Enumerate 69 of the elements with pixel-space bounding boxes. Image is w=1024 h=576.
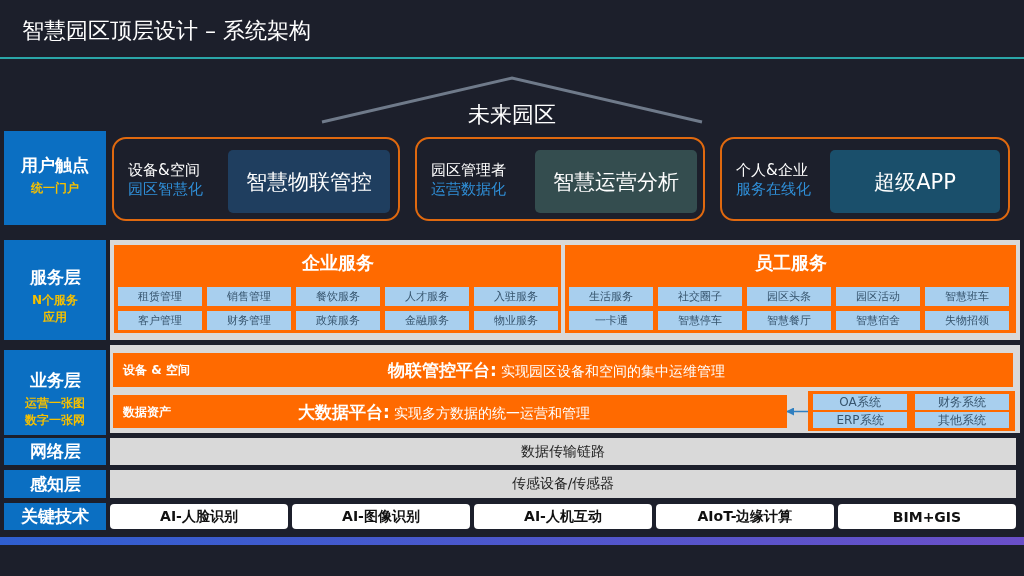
service-tag: 智慧宿舍 [836,311,920,330]
platform-bar [113,353,1013,387]
service-tag: 智慧餐厅 [747,311,831,330]
scenario-card [720,137,1010,221]
layer-subtitle: 统一门户 [30,180,80,197]
layer-label-box: 网络层 [4,438,106,465]
layer-label-box: 感知层 [4,470,106,498]
service-tag: 生活服务 [569,287,653,306]
scenario-card [112,137,400,221]
layer-title: 业务层 [28,368,82,392]
source-systems-panel [808,391,1015,431]
service-tag: 一卡通 [569,311,653,330]
scenario-card [415,137,705,221]
application-box: 智慧物联管控 [228,150,390,213]
service-tag: 财务管理 [207,311,291,330]
technology-box: AI-人脸识别 [110,504,288,529]
service-tag: 物业服务 [474,311,558,330]
service-tag: 销售管理 [207,287,291,306]
service-group-panel [565,245,1016,333]
layer-subtitle: N个服务应用 [30,292,79,326]
service-tag: 餐饮服务 [296,287,380,306]
layer-label-box: 关键技术 [4,503,106,530]
roof-label: 未来园区 [467,101,557,129]
arrow [786,407,809,416]
layer-title: 用户触点 [20,154,90,177]
layer-strip: 数据传输链路 [110,438,1016,465]
bar-tag: 设备 & 空间 [123,362,190,379]
service-tag: 人才服务 [385,287,469,306]
platform-description: 大数据平台: 实现多方数据的统一运营和管理 [298,400,591,424]
service-tag: 入驻服务 [474,287,558,306]
platform-description: 物联管控平台: 实现园区设备和空间的集中运维管理 [388,359,726,382]
system-tag: OA系统 [813,394,907,410]
group-heading: 企业服务 [300,251,375,275]
service-tag: 智慧班车 [925,287,1009,306]
technology-box: AIoT-边缘计算 [656,504,834,529]
service-tag: 客户管理 [118,311,202,330]
technology-box: AI-人机互动 [474,504,652,529]
layer-strip: 传感设备/传感器 [110,470,1016,498]
scenario-goal: 运营数据化 [431,180,506,199]
layer-label-box [4,131,106,225]
service-tag: 租赁管理 [118,287,202,306]
scenario-actor: 个人&企业 [736,161,808,180]
page-title: 智慧园区顶层设计 – 系统架构 [22,17,311,45]
scenario-goal: 服务在线化 [736,180,811,199]
service-tag: 社交圈子 [658,287,742,306]
application-box: 智慧运营分析 [535,150,697,213]
scenario-actor: 设备&空间 [128,161,200,180]
platform-bar [113,395,787,428]
service-group-panel [114,245,561,333]
scenario-goal: 园区智慧化 [128,180,203,199]
group-heading: 员工服务 [753,251,828,275]
technology-box: AI-图像识别 [292,504,470,529]
scenario-actor: 园区管理者 [431,161,506,180]
service-tag: 失物招领 [925,311,1009,330]
service-tag: 园区活动 [836,287,920,306]
layer-label-box [4,240,106,340]
layer-label-box [4,350,106,435]
application-box: 超级APP [830,150,1000,213]
system-tag: ERP系统 [813,412,907,428]
service-tag: 园区头条 [747,287,831,306]
system-tag: 财务系统 [915,394,1009,410]
service-tag: 智慧停车 [658,311,742,330]
service-tag: 金融服务 [385,311,469,330]
layer-subtitle: 运营一张图数字一张网 [24,394,86,429]
layer-title: 服务层 [28,266,82,289]
system-tag: 其他系统 [915,412,1009,428]
technology-box: BIM+GIS [838,504,1016,529]
service-tag: 政策服务 [296,311,380,330]
bar-tag: 数据资产 [123,403,171,421]
